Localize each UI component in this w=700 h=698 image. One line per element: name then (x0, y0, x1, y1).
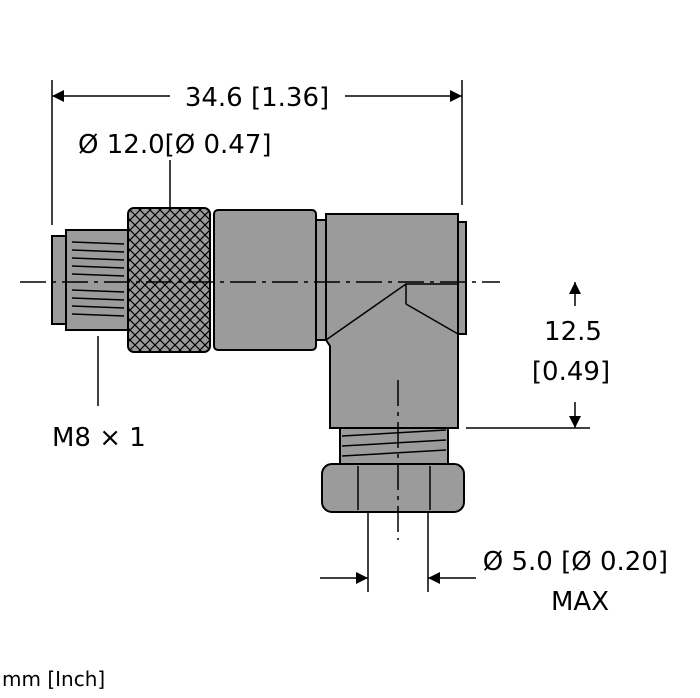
offset-mm-label: 12.5 (544, 317, 602, 347)
elbow-housing (325, 213, 459, 429)
hex-nut (321, 463, 465, 513)
thread-lines (71, 241, 125, 317)
cable-max-label: MAX (551, 587, 609, 617)
cable-diameter-label: Ø 5.0 [Ø 0.20] (483, 547, 668, 577)
connector-body (213, 209, 317, 351)
elbow-end-cap (457, 221, 467, 335)
overall-length-label: 34.6 [1.36] (185, 83, 329, 113)
thread-tip (51, 235, 67, 325)
elbow-bevel (325, 283, 459, 428)
knurled-nut (127, 207, 211, 353)
units-note: mm [Inch] (2, 667, 105, 691)
body-collar (315, 219, 327, 341)
outlet-thread-lines (341, 429, 447, 457)
thread-section (65, 229, 129, 331)
thread-label: M8 × 1 (52, 423, 146, 453)
outlet-thread (339, 427, 449, 465)
knurl-diameter-label: Ø 12.0[Ø 0.47] (78, 130, 272, 160)
offset-inch-label: [0.49] (532, 357, 610, 387)
elbow-step-2 (405, 303, 459, 335)
